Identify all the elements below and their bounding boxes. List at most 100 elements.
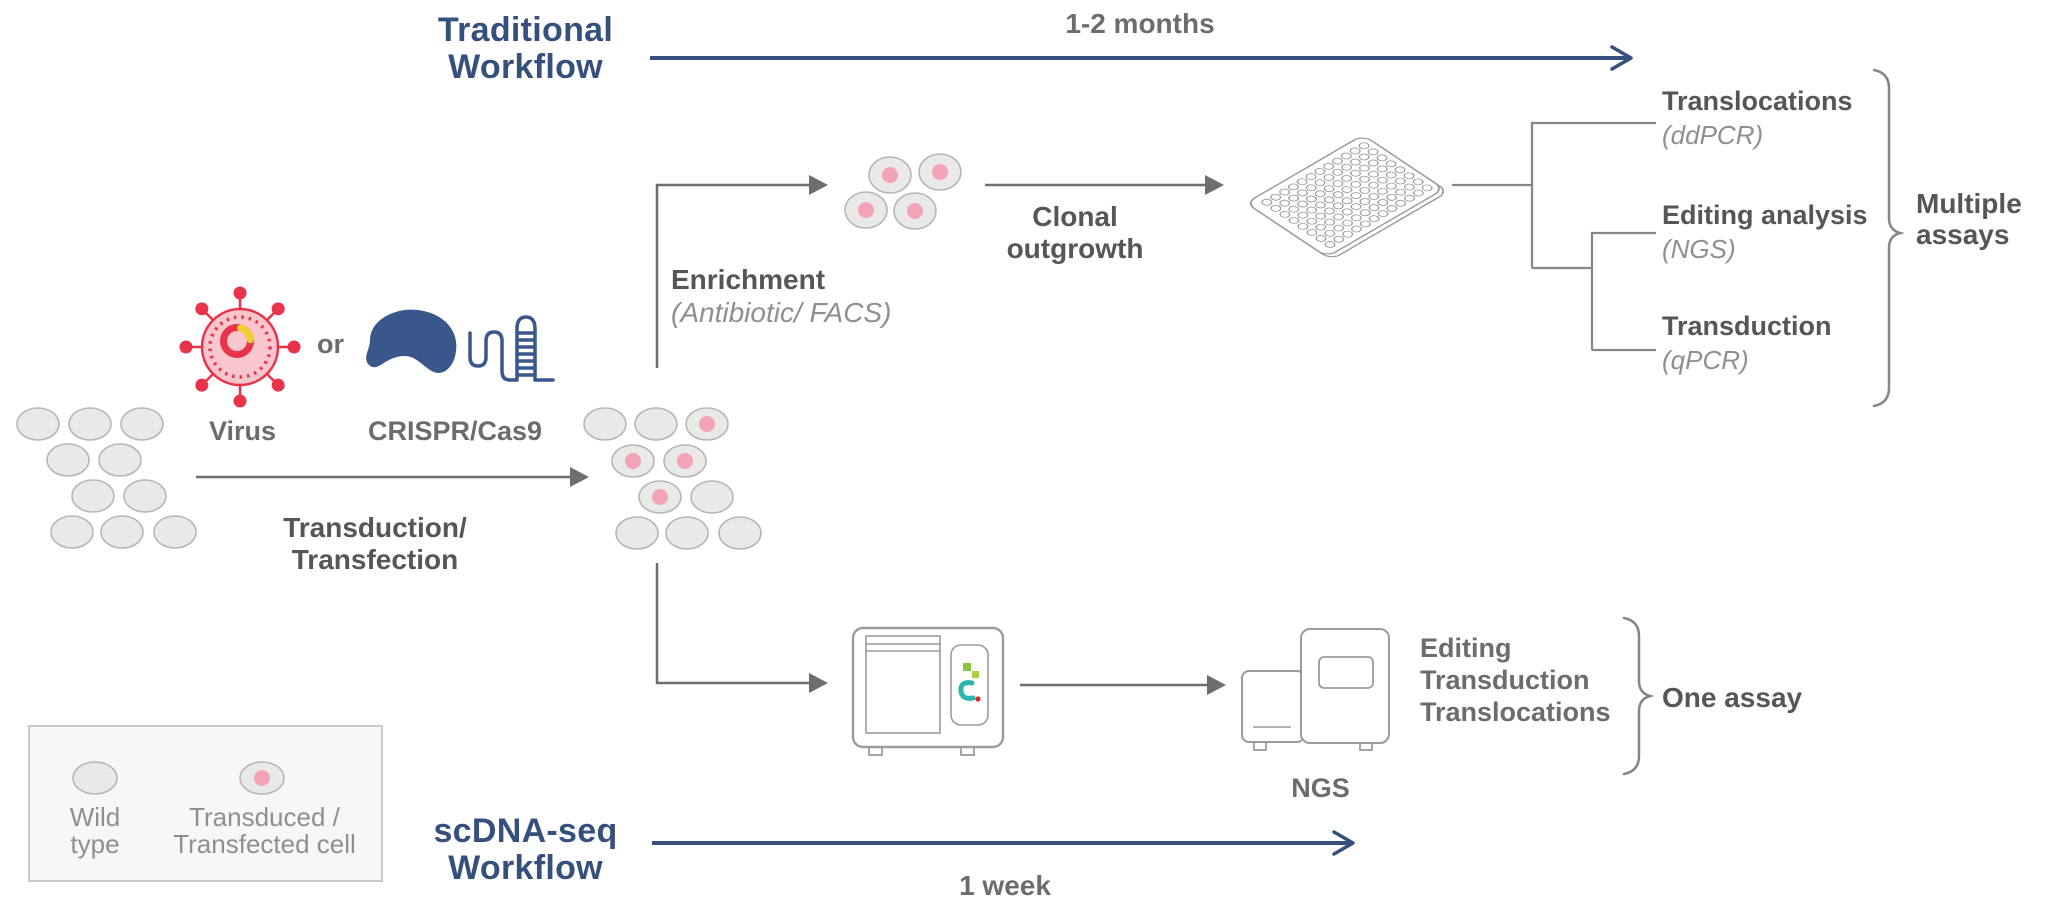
plate-well (1288, 216, 1300, 224)
plate-well (1332, 202, 1344, 210)
assay-method: (NGS) (1662, 234, 1736, 264)
plate-well (1350, 169, 1362, 177)
wild-type-cell (583, 407, 627, 441)
wild-type-cell (16, 407, 60, 441)
wild-type-cell (50, 515, 94, 549)
virus-icon (179, 286, 301, 408)
multiple-assays-label: Multiple assays (1916, 188, 2022, 250)
enriched-cell-cluster (844, 153, 962, 230)
transduced-cell-cluster (583, 407, 762, 550)
plate-well (1305, 184, 1317, 192)
transduced-cell (868, 156, 912, 194)
plate-well (1341, 186, 1353, 193)
enrichment-step-label: Enrichment (Antibiotic/ FACS) (671, 264, 891, 329)
grna-icon (468, 315, 555, 382)
plate-well (1332, 180, 1344, 187)
plate-well (1350, 203, 1362, 211)
one-assay-label: One assay (1662, 682, 1803, 713)
plate-well (1340, 152, 1352, 160)
virus-spike-tip (233, 394, 247, 408)
virus-spike-tip (271, 378, 285, 392)
plate-well (1314, 190, 1326, 198)
single-cell-instrument-icon (851, 626, 1005, 756)
plate-well (1296, 189, 1308, 197)
multiple-assays-line2: assays (1916, 219, 2010, 250)
wild-type-cell-cluster (16, 407, 197, 549)
plate-well (1351, 225, 1362, 233)
plate-well (1315, 234, 1327, 242)
virus-spike-tip (287, 340, 301, 354)
transduced-cell (638, 480, 682, 514)
plate-well (1367, 170, 1379, 178)
plate-well (1323, 174, 1335, 181)
plate-well (1341, 174, 1353, 182)
transduced-line2: Transfected cell (173, 829, 356, 859)
plate-well (1341, 208, 1353, 216)
plate-well (1314, 168, 1326, 175)
plasmid-insert (237, 324, 254, 344)
plate-well (1297, 211, 1309, 219)
well-plate-icon (1250, 137, 1445, 258)
traditional-title-line2: Workflow (448, 48, 603, 86)
virus-spike-tip (233, 286, 247, 300)
plate-well (1288, 205, 1300, 213)
assay-translocations: Translocations (ddPCR) (1662, 84, 1853, 152)
virus-capsid-ring (208, 315, 272, 379)
transduction-line1: Transduction/ (283, 512, 467, 543)
plate-well (1324, 241, 1336, 248)
plate-well (1359, 198, 1371, 205)
transduced-cell (918, 153, 962, 191)
plate-well (1367, 159, 1379, 167)
virus-spike (265, 372, 277, 384)
plate-well (1306, 228, 1318, 236)
cas9-protein-icon (366, 309, 457, 373)
plate-well (1404, 194, 1415, 202)
plate-well (1359, 220, 1371, 228)
plate-well (1377, 199, 1389, 206)
traditional-timeline-arrow (650, 45, 1633, 71)
plate-well (1287, 183, 1299, 191)
wild-type-cell (634, 407, 678, 441)
virus-spikes (179, 286, 301, 408)
plate-well (1332, 191, 1344, 199)
plate-well (1368, 192, 1380, 200)
assay-transduction: Transduction (qPCR) (1662, 309, 1832, 377)
plate-well (1368, 215, 1380, 223)
cell-nucleus (882, 167, 898, 183)
plate-well (1333, 224, 1345, 232)
plate-well (1395, 199, 1407, 207)
plate-well (1306, 206, 1318, 214)
assay-editing-analysis: Editing analysis (NGS) (1662, 198, 1868, 266)
scdna-output-translocations: Translocations (1420, 697, 1611, 727)
multiple-assays-brace (1872, 68, 1905, 408)
plate-well (1412, 178, 1424, 186)
assay-tree-connector (1452, 121, 1656, 352)
plate-well (1386, 205, 1398, 212)
plate-well (1359, 209, 1371, 217)
plate-well (1395, 188, 1406, 196)
plate-well (1358, 142, 1370, 150)
transduced-line1: Transduced / (189, 802, 340, 832)
plate-well (1324, 229, 1336, 237)
clonal-outgrowth-label: Clonal outgrowth (985, 201, 1165, 265)
clonal-outgrowth-arrow (985, 175, 1224, 195)
plate-well (1350, 192, 1362, 199)
plate-well (1315, 223, 1327, 231)
wild-type-cell (665, 516, 709, 550)
plate-well (1421, 184, 1433, 192)
plate-well (1323, 207, 1335, 215)
wild-line1: Wild (69, 802, 121, 832)
plate-well (1324, 218, 1336, 226)
plate-well (1261, 198, 1273, 206)
plate-well (1297, 200, 1309, 208)
plate-well (1315, 212, 1327, 220)
plate-well (1279, 210, 1291, 218)
scdna-output-editing: Editing (1420, 633, 1512, 663)
wild-type-cell (615, 516, 659, 550)
scdna-branch-arrow (655, 563, 828, 693)
plate-well (1349, 147, 1361, 155)
plate-well (1342, 230, 1354, 238)
clonal-line1: Clonal (1032, 201, 1118, 232)
virus-spike (203, 372, 215, 384)
